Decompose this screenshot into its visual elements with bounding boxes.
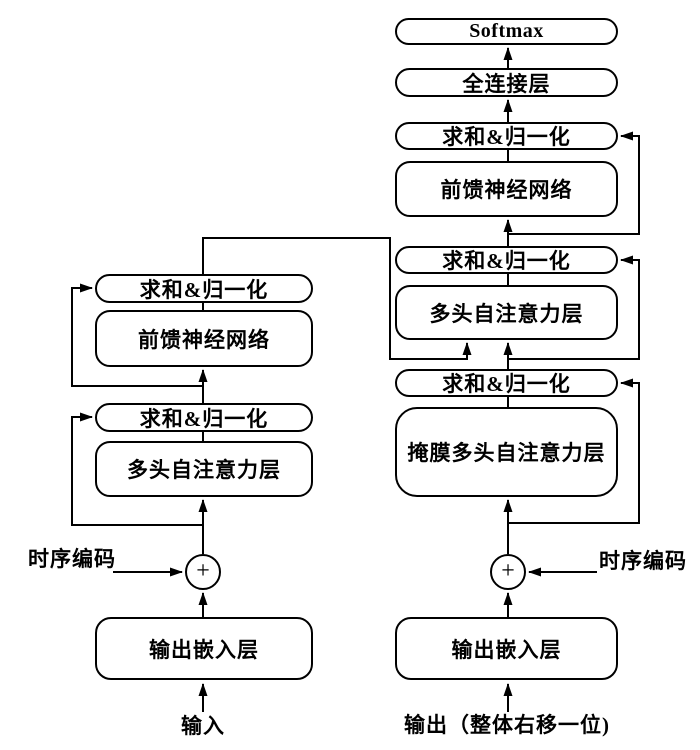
encoder-plus-circle: + [185,554,221,590]
decoder-fully-connected-box: 全连接层 [395,68,618,97]
decoder-feed-forward-box: 前馈神经网络 [395,161,618,217]
decoder-embedding-box: 输出嵌入层 [395,617,618,680]
encoder-add-norm-top-box: 求和&归一化 [95,274,313,303]
encoder-multi-head-attention-box: 多头自注意力层 [95,441,313,497]
encoder-residual-ffn-arrow [71,283,203,387]
encoder-embedding-box: 输出嵌入层 [95,617,313,680]
encoder-add-norm-bottom-box: 求和&归一化 [95,403,313,432]
decoder-add-norm-1-box: 求和&归一化 [395,369,618,397]
decoder-softmax-box: Softmax [395,18,618,45]
decoder-output-label: 输出（整体右移一位) [404,713,610,737]
encoder-positional-encoding-label: 时序编码 [28,547,116,571]
decoder-multi-head-attention-box: 多头自注意力层 [395,285,618,340]
softmax-label: Softmax [469,20,544,42]
encoder-to-decoder-cross-arrow [202,237,472,360]
decoder-plus-circle: + [490,554,526,590]
encoder-input-label: 输入 [181,714,225,738]
decoder-add-norm-3-box: 求和&归一化 [395,122,618,150]
encoder-residual-attention-arrow [71,412,203,526]
encoder-feed-forward-box: 前馈神经网络 [95,310,313,367]
decoder-positional-encoding-label: 时序编码 [599,549,687,573]
decoder-residual-masked-attention-arrow [508,378,640,524]
decoder-residual-attention-arrow [508,255,640,360]
decoder-add-norm-2-box: 求和&归一化 [395,246,618,274]
decoder-residual-ffn-arrow [508,131,640,235]
decoder-masked-multi-head-attention-box: 掩膜多头自注意力层 [395,407,618,497]
